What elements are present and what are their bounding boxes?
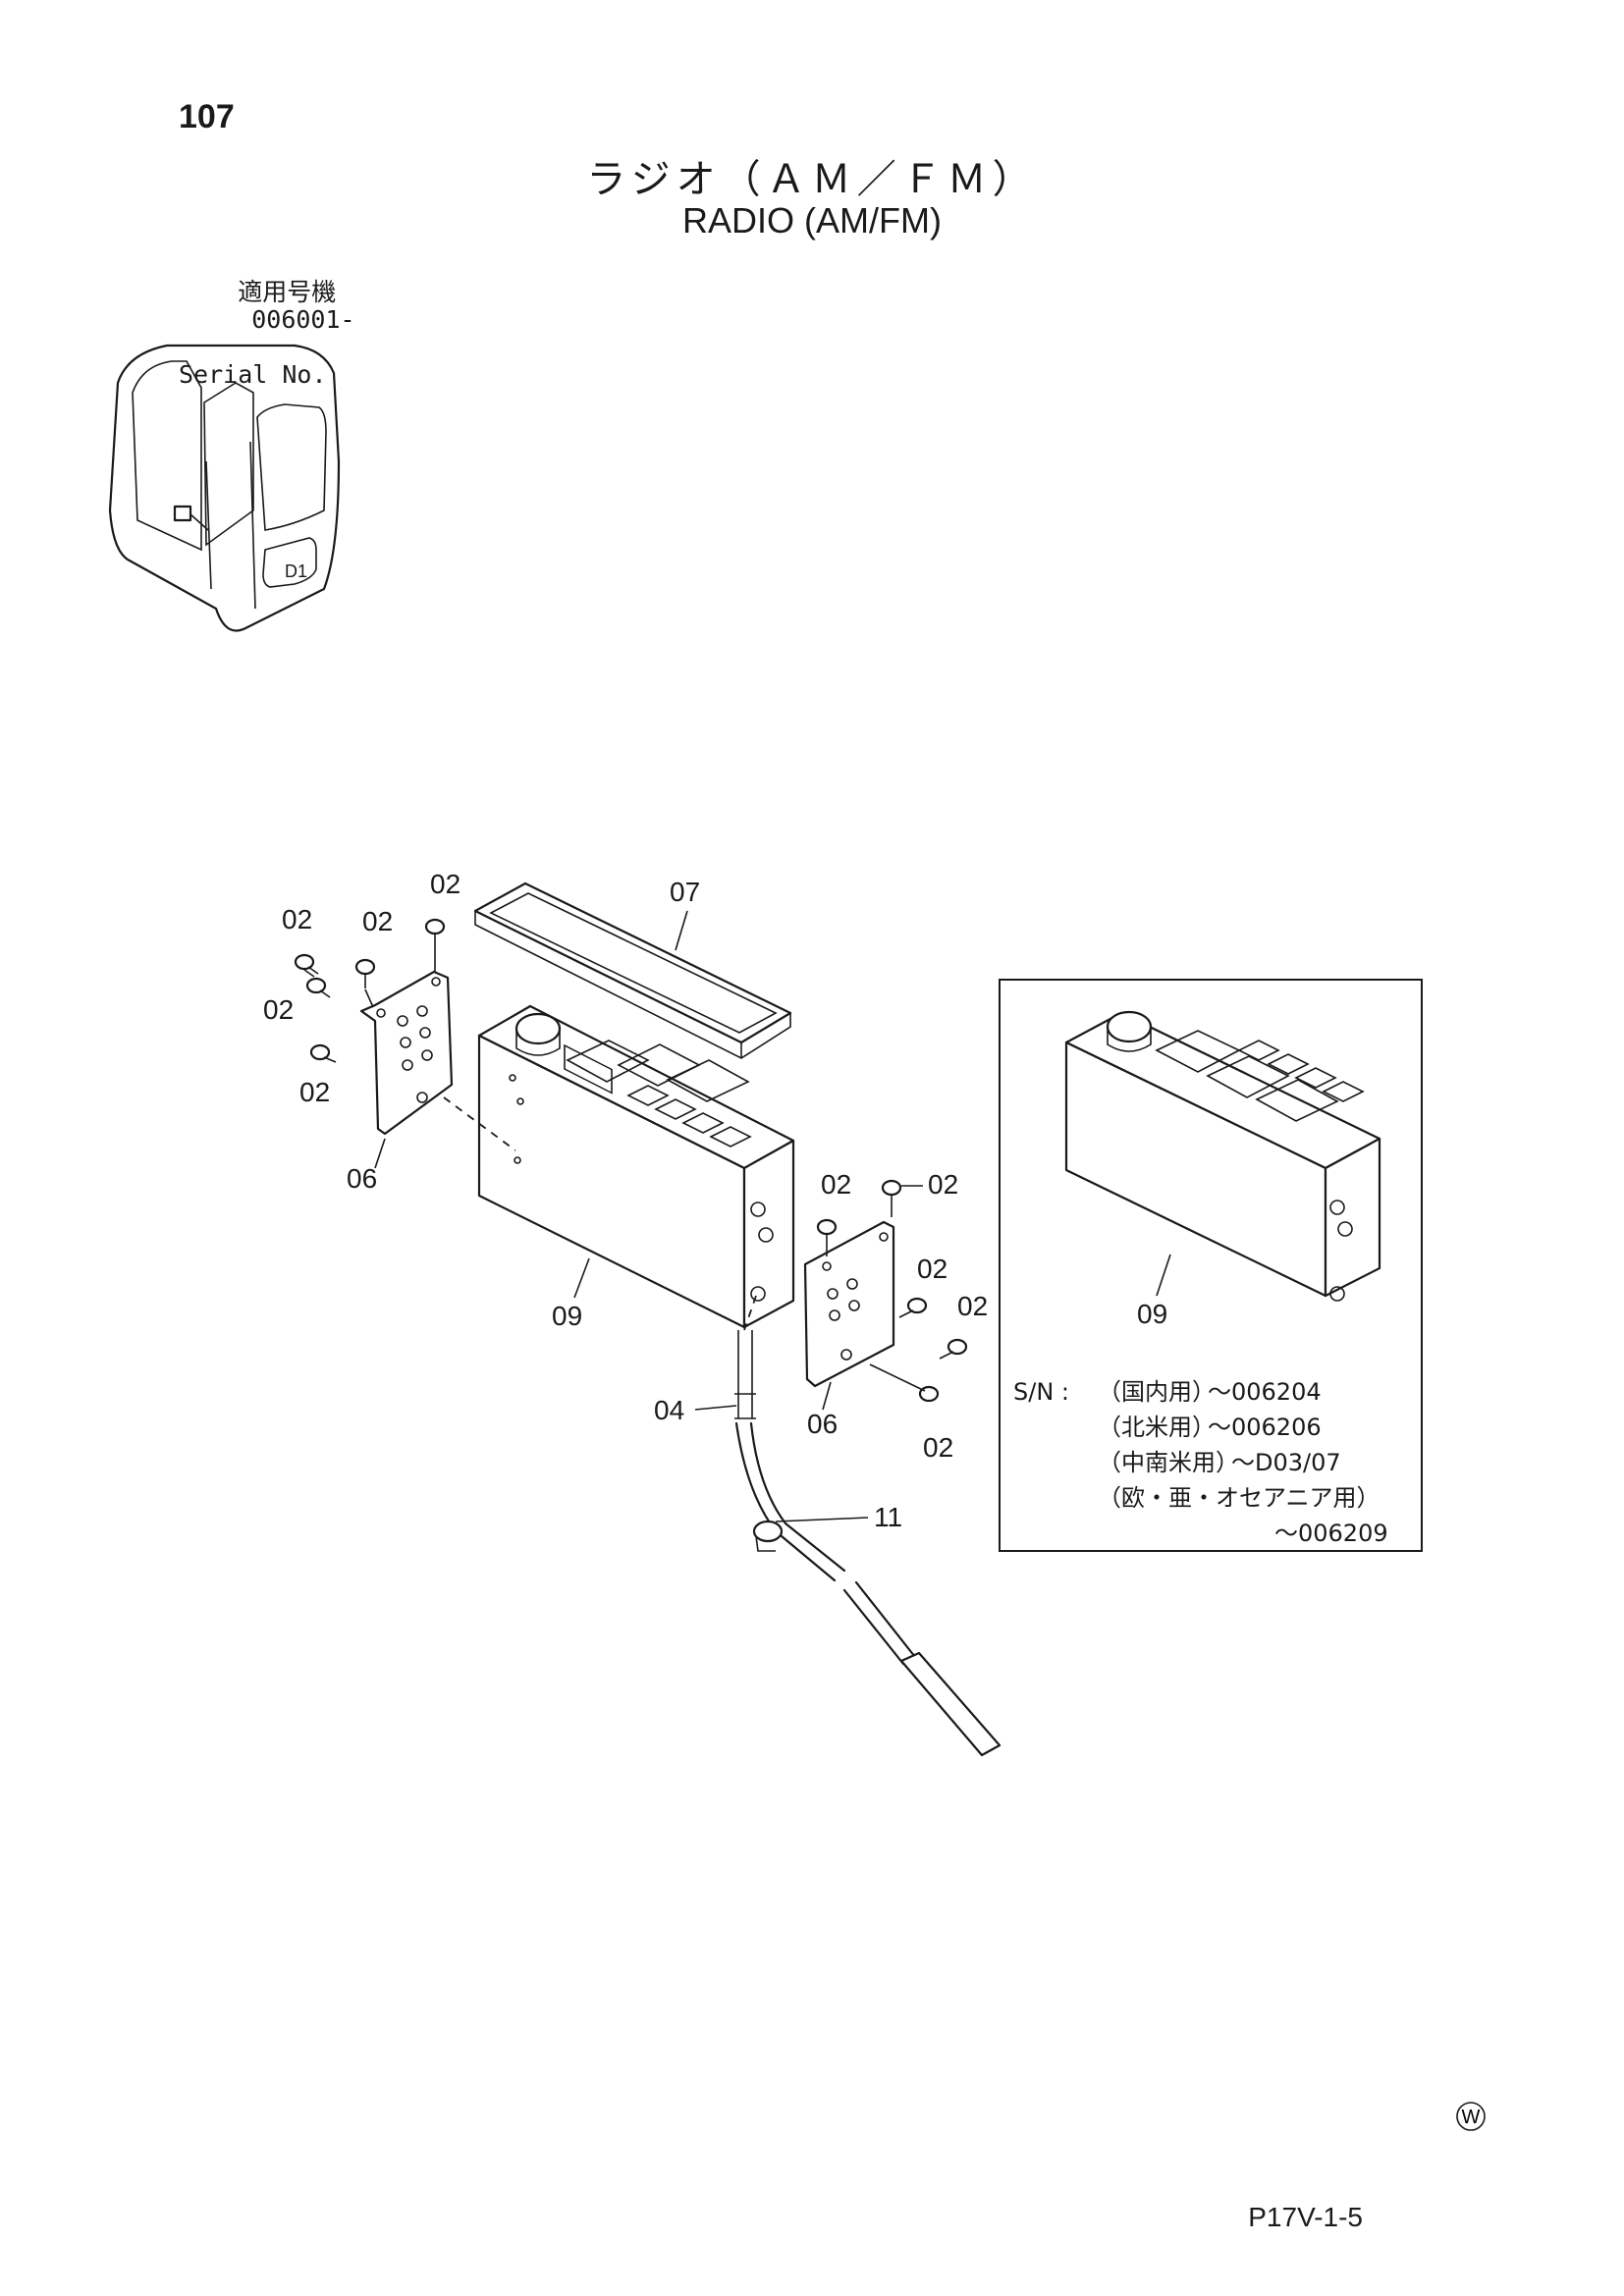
serial-label-jp: 適用号機 (238, 278, 337, 306)
sn-row-1-serial: ～006204 (1208, 1378, 1322, 1406)
w-mark: W (1456, 2102, 1486, 2131)
callout-02-e: 02 (299, 1077, 330, 1107)
callout-02-d: 02 (430, 869, 460, 899)
svg-text:W: W (1462, 2107, 1481, 2128)
sn-row-3-region: （中南米用） (1098, 1449, 1239, 1476)
callouts: 02 02 02 02 02 06 07 09 02 02 02 02 02 0… (263, 869, 988, 1532)
callout-07: 07 (670, 877, 700, 907)
radio-unit (443, 1004, 795, 1331)
title-japanese: ラジオ（ＡＭ／ＦＭ） (586, 157, 1038, 202)
sn-row-4-region: （欧・亜・オセアニア用） (1098, 1484, 1380, 1512)
callout-06-right: 06 (807, 1409, 838, 1439)
callout-02-a: 02 (282, 904, 312, 934)
callout-02-g: 02 (928, 1169, 958, 1200)
variant-box: 09 S/N : （国内用） ～006204 （北米用） ～006206 （中南… (999, 979, 1423, 1552)
screws-right (816, 1179, 968, 1403)
sn-row-1-region: （国内用） (1098, 1378, 1216, 1406)
sn-row-3-serial: ～D03/07 (1231, 1449, 1341, 1476)
callout-02-f: 02 (821, 1169, 851, 1200)
right-bracket (803, 1220, 895, 1388)
tray (473, 881, 792, 1059)
svg-text:D1: D1 (285, 561, 307, 581)
cab-thumbnail: D1 (108, 344, 341, 632)
screws-left (294, 918, 446, 1063)
sn-row-5-serial: ～006209 (1274, 1520, 1388, 1547)
variant-callout-09: 09 (1137, 1299, 1167, 1329)
serial-value: 006001- (251, 305, 355, 334)
radio-location-marker (173, 505, 192, 522)
callout-02-j: 02 (923, 1432, 953, 1463)
callout-04: 04 (654, 1395, 684, 1425)
callout-02-h: 02 (917, 1254, 947, 1284)
sn-label: S/N : (1013, 1378, 1069, 1406)
left-bracket (359, 970, 454, 1136)
title-english: RADIO (AM/FM) (682, 200, 942, 240)
callout-02-b: 02 (263, 994, 294, 1025)
callout-11: 11 (874, 1502, 902, 1532)
callout-02-c: 02 (362, 906, 393, 936)
sn-row-2-region: （北米用） (1098, 1414, 1216, 1441)
serial-block: 適用号機 006001- Serial No. (179, 251, 355, 389)
callout-06-left: 06 (347, 1163, 377, 1194)
antenna-cable (734, 1330, 1001, 1757)
page-code: P17V-1-5 (1248, 2202, 1363, 2232)
page-number: 107 (179, 98, 235, 135)
sn-row-2-serial: ～006206 (1208, 1414, 1322, 1441)
callout-02-i: 02 (957, 1291, 988, 1321)
callout-09: 09 (552, 1301, 582, 1331)
